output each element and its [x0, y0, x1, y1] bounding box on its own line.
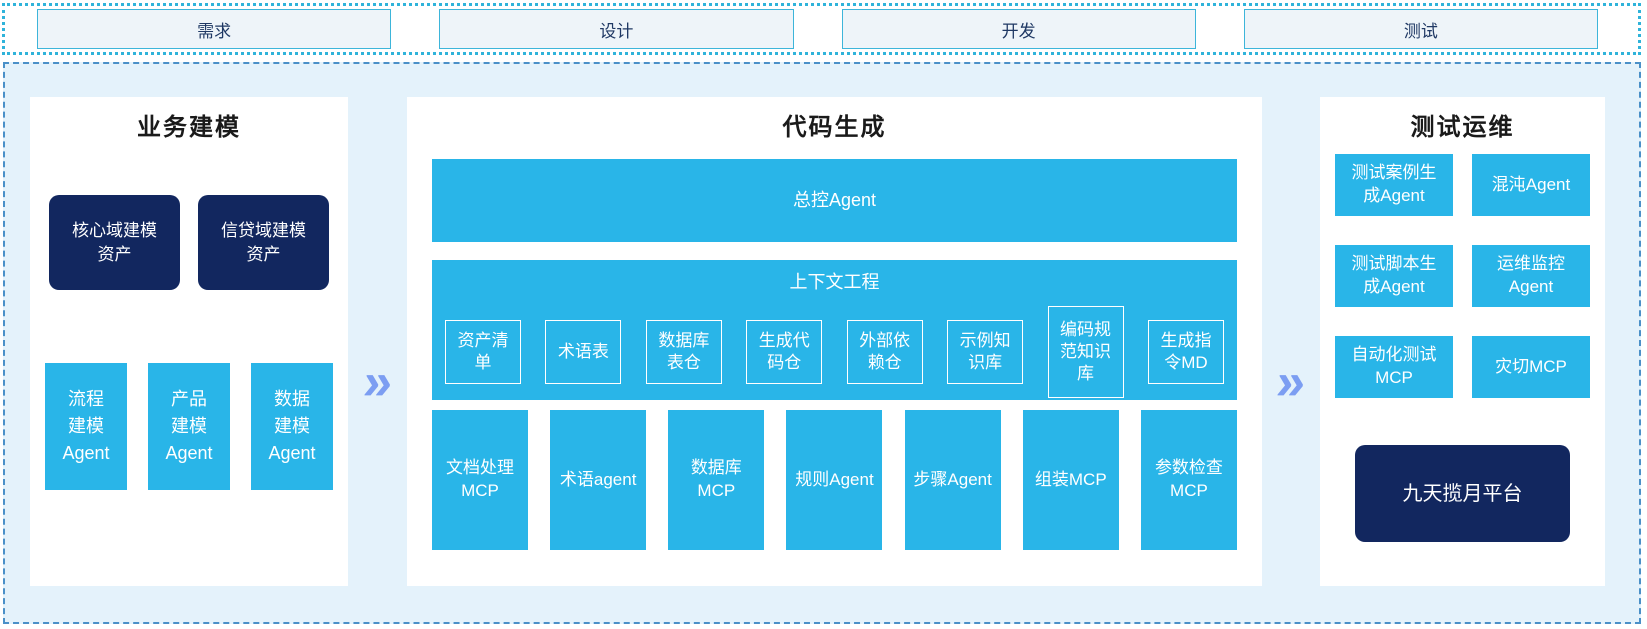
codegen-tools-row: 文档处理 MCP 术语agent 数据库 MCP 规则Agent 步骤Agent…	[432, 410, 1237, 550]
data-modeling-agent-box: 数据 建模 Agent	[251, 363, 333, 490]
generated-code-repo-box: 生成代 码仓	[746, 320, 823, 384]
panel-title-business-modeling: 业务建模	[137, 114, 241, 141]
parameter-check-mcp-box: 参数检查 MCP	[1140, 410, 1237, 550]
context-engineering-title: 上下文工程	[789, 272, 880, 292]
modeling-asset-row: 核心域建模 资产 信贷域建模 资产	[30, 195, 348, 290]
panel-business-modeling: 业务建模 核心域建模 资产 信贷域建模 资产 流程 建模 Agent 产品 建模…	[30, 97, 348, 586]
context-engineering-box: 上下文工程 资产清 单 术语表 数据库 表仓 生成代 码仓 外部依 赖仓 示例知…	[432, 260, 1237, 400]
database-mcp-box: 数据库 MCP	[668, 410, 765, 550]
core-domain-asset-box: 核心域建模 资产	[49, 195, 180, 290]
ops-monitoring-agent-box: 运维监控 Agent	[1472, 245, 1590, 307]
product-modeling-agent-box: 产品 建模 Agent	[148, 363, 230, 490]
panel-title-code-generation: 代码生成	[782, 114, 887, 141]
terminology-agent-box: 术语agent	[550, 410, 647, 550]
jiutian-lanyue-platform-box: 九天揽月平台	[1355, 445, 1570, 542]
chaos-agent-box: 混沌Agent	[1472, 154, 1590, 216]
phase-box-development: 开发	[841, 9, 1196, 49]
glossary-box: 术语表	[545, 320, 622, 384]
testops-grid: 测试案例生 成Agent 混沌Agent 测试脚本生 成Agent 运维监控 A…	[1335, 154, 1591, 398]
test-case-generation-agent-box: 测试案例生 成Agent	[1335, 154, 1453, 216]
flow-arrow-icon: »	[1273, 353, 1309, 411]
process-modeling-agent-box: 流程 建模 Agent	[45, 363, 127, 490]
disaster-switch-mcp-box: 灾切MCP	[1472, 336, 1590, 398]
example-knowledge-base-box: 示例知 识库	[947, 320, 1024, 384]
document-processing-mcp-box: 文档处理 MCP	[432, 410, 528, 550]
master-agent-bar: 总控Agent	[432, 159, 1237, 242]
generation-instruction-md-box: 生成指 令MD	[1147, 320, 1224, 384]
main-frame: 业务建模 核心域建模 资产 信贷域建模 资产 流程 建模 Agent 产品 建模…	[3, 62, 1641, 624]
panel-title-test-ops: 测试运维	[1410, 114, 1515, 141]
phase-strip: 需求 设计 开发 测试	[2, 3, 1641, 55]
rule-agent-box: 规则Agent	[786, 410, 883, 550]
step-agent-box: 步骤Agent	[904, 410, 1001, 550]
external-dependency-repo-box: 外部依 赖仓	[846, 320, 923, 384]
context-items-row: 资产清 单 术语表 数据库 表仓 生成代 码仓 外部依 赖仓 示例知 识库 编码…	[432, 306, 1237, 398]
panel-test-ops: 测试运维 测试案例生 成Agent 混沌Agent 测试脚本生 成Agent 运…	[1320, 97, 1605, 586]
automated-testing-mcp-box: 自动化测试 MCP	[1335, 336, 1453, 398]
phase-box-design: 设计	[439, 9, 794, 49]
panel-code-generation: 代码生成 总控Agent 上下文工程 资产清 单 术语表 数据库 表仓 生成代 …	[407, 97, 1262, 586]
credit-domain-asset-box: 信贷域建模 资产	[198, 195, 329, 290]
coding-standard-knowledge-base-box: 编码规 范知识 库	[1047, 306, 1124, 398]
phase-box-testing: 测试	[1243, 9, 1598, 49]
asset-list-box: 资产清 单	[445, 320, 521, 384]
assembly-mcp-box: 组装MCP	[1022, 410, 1119, 550]
flow-arrow-icon: »	[360, 353, 396, 411]
database-table-repo-box: 数据库 表仓	[645, 320, 722, 384]
modeling-agent-row: 流程 建模 Agent 产品 建模 Agent 数据 建模 Agent	[30, 363, 348, 490]
phase-box-requirements: 需求	[37, 9, 392, 49]
test-script-generation-agent-box: 测试脚本生 成Agent	[1335, 245, 1453, 307]
